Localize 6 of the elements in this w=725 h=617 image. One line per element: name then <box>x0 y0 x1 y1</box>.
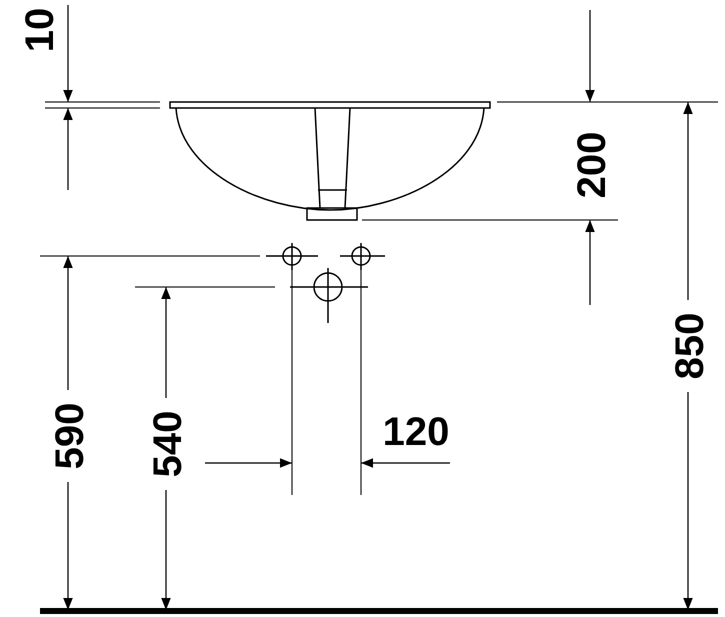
dimension-value: 540 <box>148 410 188 478</box>
dimension-value: 850 <box>670 312 710 380</box>
dimension-value: 590 <box>50 402 90 470</box>
dimension-value: 200 <box>572 132 612 198</box>
dimension-value: 120 <box>382 412 450 452</box>
dimension-value: 10 <box>20 8 60 52</box>
